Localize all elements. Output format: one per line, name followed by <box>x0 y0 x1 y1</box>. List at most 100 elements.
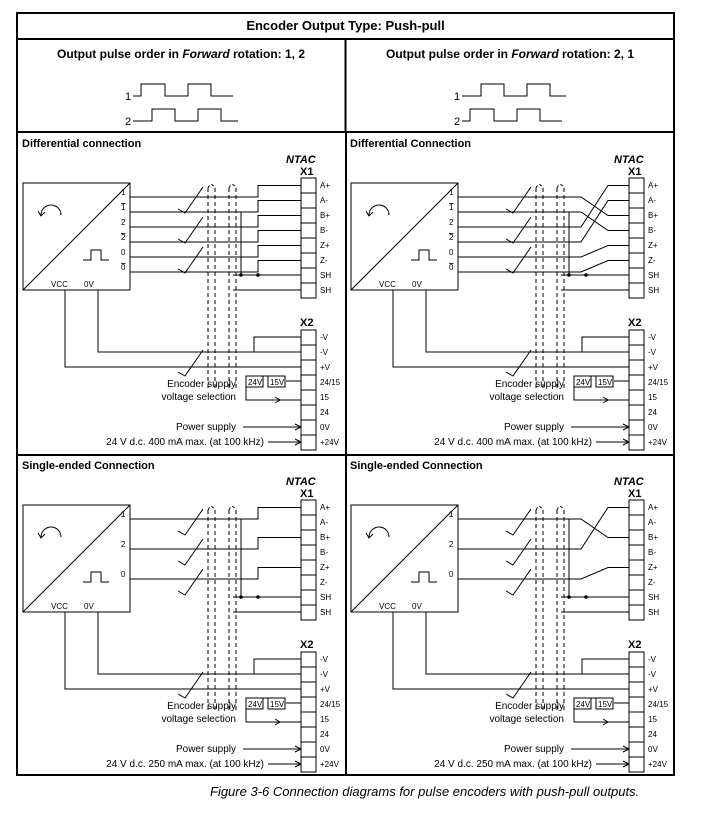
power-supply-spec: 24 V d.c. 400 mA max. (at 100 kHz) <box>434 437 592 448</box>
x1-terminal <box>300 559 317 576</box>
ntac-label: NTAC <box>286 476 317 488</box>
x2-pin-label: 24/15 <box>320 700 341 709</box>
arrow-head <box>294 438 302 446</box>
encoder-diagonal <box>22 504 131 613</box>
encoder-pin-label: 2 <box>449 218 454 227</box>
x2-terminal <box>628 711 645 728</box>
pulse-order-row: Output pulse order in Forward rotation: … <box>18 40 673 133</box>
encoder-pin-label: 0 <box>121 248 126 257</box>
zero-v-wire <box>425 290 629 353</box>
junction-dot <box>256 273 260 277</box>
junction-dot <box>239 595 243 599</box>
zero-v-label: 0V <box>84 602 94 611</box>
x1-pin-label: SH <box>648 286 659 295</box>
rotation-arrow-icon <box>365 532 374 539</box>
x2-terminal <box>628 359 645 376</box>
x2-pin-label: +V <box>648 685 659 694</box>
select-15v-box <box>595 375 614 388</box>
shield-cap <box>207 184 216 189</box>
panel-title: Single-ended Connection <box>350 460 483 472</box>
jumper-wire <box>245 708 301 723</box>
bridge-wire <box>581 658 629 674</box>
x1-pin-label: Z+ <box>648 241 658 250</box>
x1-pin-label: A- <box>648 196 656 205</box>
twisted-pair-mark <box>505 349 532 377</box>
jumper-wire <box>245 386 301 401</box>
x1-label: X1 <box>300 166 313 178</box>
x2-pin-label: +24V <box>320 438 340 447</box>
signal-wire <box>130 507 301 520</box>
select-15v-label: 15V <box>270 700 285 709</box>
x1-pin-label: SH <box>648 608 659 617</box>
x1-terminal <box>300 177 317 194</box>
power-supply-label: Power supply <box>176 422 236 433</box>
arrow-head <box>274 718 281 726</box>
x1-terminal <box>300 207 317 224</box>
zero-v-wire <box>97 612 301 675</box>
return-wire <box>240 242 301 276</box>
x2-label: X2 <box>628 317 641 329</box>
x1-pin-label: A+ <box>320 503 330 512</box>
x1-pin-label: SH <box>320 608 331 617</box>
encoder-pin-label: 2 <box>121 540 126 549</box>
select-15v-label: 15V <box>598 378 613 387</box>
x2-terminal <box>300 389 317 406</box>
x1-pin-label: B- <box>320 548 328 557</box>
twisted-pair-mark <box>505 508 532 536</box>
rotation-icon <box>368 526 390 538</box>
x1-pin-label: Z- <box>320 578 328 587</box>
jumper-wire <box>591 375 629 382</box>
jumper-wire <box>573 386 629 401</box>
arrow-head <box>274 396 281 404</box>
signal-wire <box>130 567 301 580</box>
shield-cap <box>207 506 216 511</box>
arrow-head <box>622 438 630 446</box>
vcc-label: VCC <box>51 280 68 289</box>
supply-selection-label: voltage selection <box>162 392 237 403</box>
x2-terminal <box>300 756 317 773</box>
x1-terminal <box>300 282 317 299</box>
select-15v-label: 15V <box>598 700 613 709</box>
arrow-head <box>602 718 609 726</box>
x2-pin-label: 0V <box>648 745 658 754</box>
signal-wire <box>458 507 629 550</box>
x1-terminal <box>300 544 317 561</box>
pulse-order-right-title: Output pulse order in Forward rotation: … <box>386 47 634 61</box>
supply-selection-label: Encoder supply <box>495 379 564 390</box>
x1-pin-label: A+ <box>648 181 658 190</box>
power-supply-label: Power supply <box>176 744 236 755</box>
twisted-pair-mark <box>505 246 532 274</box>
encoder-pin-label: 1 <box>449 510 454 519</box>
x2-pin-label: -V <box>648 348 657 357</box>
vcc-label: VCC <box>379 602 396 611</box>
signal-wire <box>458 211 629 231</box>
signal-wire <box>458 260 629 273</box>
x2-terminal <box>300 359 317 376</box>
x2-terminal <box>628 344 645 361</box>
select-15v-label: 15V <box>270 378 285 387</box>
shield-cap <box>535 506 544 511</box>
x2-terminal <box>628 741 645 758</box>
junction-dot <box>567 273 571 277</box>
x2-terminal <box>628 696 645 713</box>
encoder-pin-label: 0 <box>121 263 126 272</box>
select-15v-box <box>595 697 614 710</box>
return-wire <box>568 242 629 276</box>
x2-label: X2 <box>300 317 313 329</box>
x2-terminal <box>300 344 317 361</box>
x1-terminal <box>300 237 317 254</box>
encoder-pin-label: 2 <box>121 233 126 242</box>
ntac-label: NTAC <box>614 476 645 488</box>
x2-terminal <box>300 741 317 758</box>
pulse-label-1-right: 1 <box>454 91 460 103</box>
signal-wire <box>458 185 629 228</box>
twisted-pair-mark <box>505 186 532 214</box>
shield-cap <box>556 506 565 511</box>
x2-pin-label: 15 <box>648 393 657 402</box>
x2-terminal <box>300 681 317 698</box>
x2-terminal <box>628 389 645 406</box>
arrow-head <box>294 423 302 431</box>
twisted-pair-mark <box>177 349 204 377</box>
diagram-frame: Encoder Output Type: Push-pull Output pu… <box>16 12 675 776</box>
